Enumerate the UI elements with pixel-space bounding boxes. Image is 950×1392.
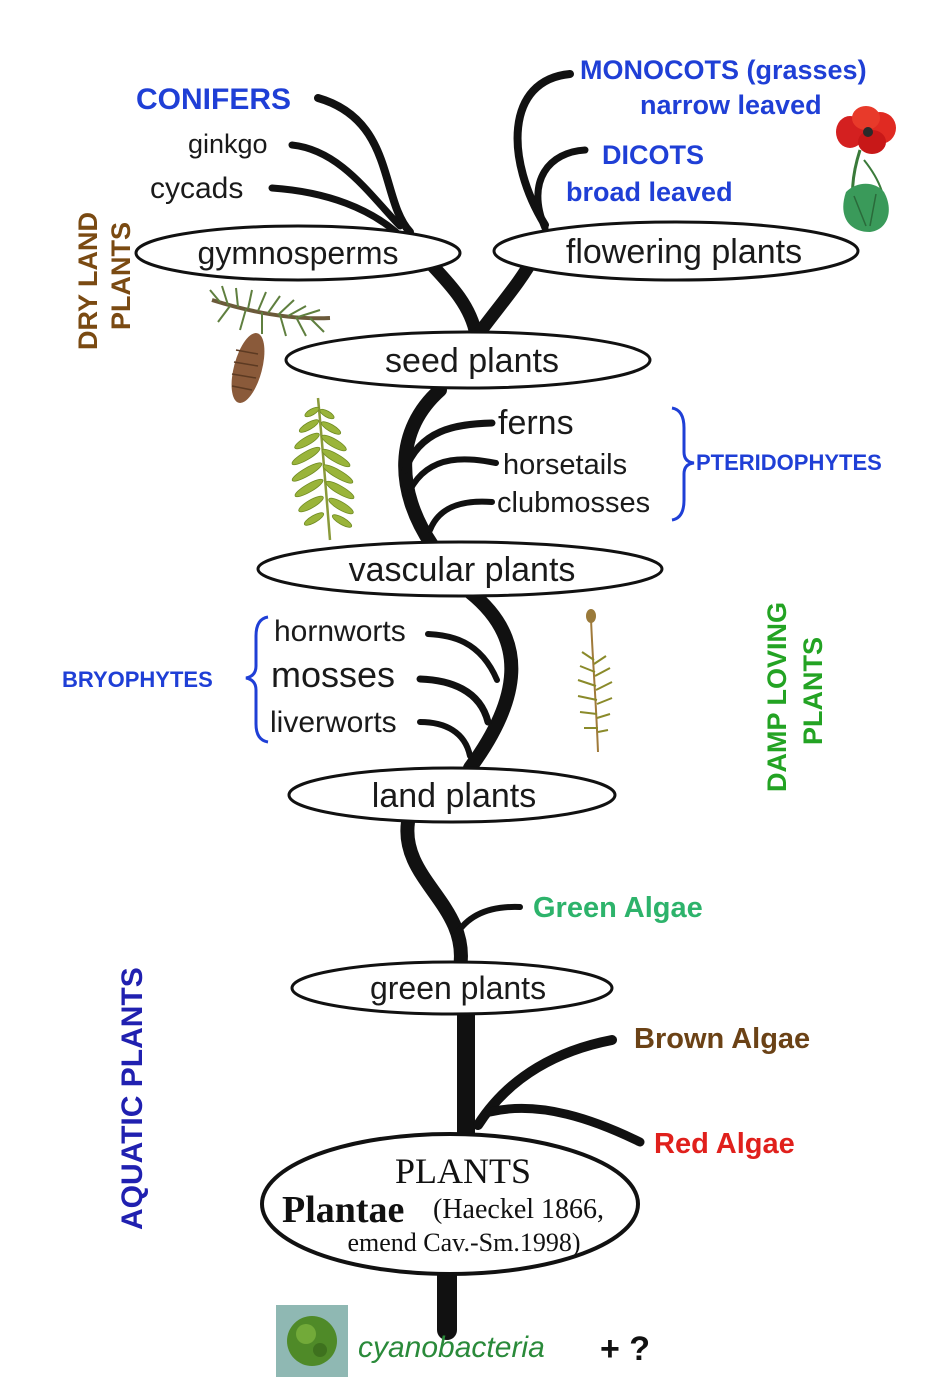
- node-green-plants: green plants: [290, 960, 614, 1016]
- zone-aquatic: AQUATIC PLANTS: [116, 967, 149, 1230]
- branch-dicots: [534, 146, 589, 232]
- node-green-label: green plants: [370, 970, 546, 1006]
- poppy-flower-icon: [836, 106, 896, 232]
- branch-liverworts: [417, 719, 473, 759]
- label-plus-question: + ?: [600, 1330, 650, 1368]
- node-flowering-label: flowering plants: [566, 233, 802, 271]
- node-vascular-label: vascular plants: [349, 551, 576, 589]
- label-monocots-sub: narrow leaved: [640, 90, 822, 120]
- pteridophytes-brace: [671, 406, 695, 522]
- branch-hornworts: [425, 631, 500, 683]
- moss-icon: [577, 609, 613, 753]
- label-ginkgo: ginkgo: [188, 129, 268, 159]
- node-flowering-plants: flowering plants: [492, 220, 860, 282]
- pine-branch-with-cone-icon: [209, 285, 331, 403]
- zone-dry-land-line2: PLANTS: [106, 222, 136, 330]
- plants-title: PLANTS: [395, 1151, 531, 1191]
- branch-ginkgo: [288, 141, 404, 230]
- node-gymnosperms-label: gymnosperms: [198, 235, 399, 271]
- node-vascular-plants: vascular plants: [256, 540, 664, 598]
- branch-red-algae: [485, 1103, 645, 1147]
- emend-citation: emend Cav.-Sm.1998): [348, 1228, 581, 1257]
- branch-cycads: [268, 184, 400, 236]
- fern-frond-icon: [291, 397, 355, 541]
- zone-dry-land-line1: DRY LAND: [73, 212, 103, 350]
- zone-damp-line1: DAMP LOVING: [762, 602, 792, 792]
- trunk-green-land: [400, 815, 468, 975]
- branch-clubmosses: [427, 498, 495, 533]
- zone-damp-line2: PLANTS: [798, 637, 828, 745]
- label-pteridophytes: PTERIDOPHYTES: [696, 450, 882, 475]
- label-bryophytes: BRYOPHYTES: [62, 667, 213, 692]
- node-gymnosperms: gymnosperms: [134, 224, 462, 282]
- label-hornworts: hornworts: [274, 615, 406, 648]
- branch-green-algae: [453, 903, 523, 938]
- label-cycads: cycads: [150, 172, 243, 205]
- cyanobacteria-cell-icon: [276, 1305, 348, 1377]
- node-land-label: land plants: [372, 777, 536, 815]
- tree-branches: [268, 70, 645, 1340]
- label-monocots: MONOCOTS (grasses): [580, 55, 867, 85]
- branch-monocots: [513, 70, 574, 229]
- label-brown-algae: Brown Algae: [634, 1023, 810, 1055]
- label-red-algae: Red Algae: [654, 1128, 795, 1160]
- label-horsetails: horsetails: [503, 449, 627, 481]
- plantae-label: Plantae: [282, 1189, 404, 1231]
- node-land-plants: land plants: [287, 766, 617, 824]
- label-mosses: mosses: [271, 654, 395, 695]
- node-plants-root: PLANTS Plantae (Haeckel 1866, emend Cav.…: [260, 1132, 640, 1276]
- label-clubmosses: clubmosses: [497, 487, 650, 519]
- branch-conifers: [314, 94, 414, 236]
- label-cyanobacteria: cyanobacteria: [358, 1331, 545, 1364]
- node-seed-plants: seed plants: [284, 330, 652, 390]
- label-dicots-sub: broad leaved: [566, 177, 733, 207]
- branch-ferns: [401, 419, 496, 474]
- label-conifers: CONIFERS: [136, 83, 291, 116]
- trunk-land-vascular: [463, 585, 519, 775]
- label-dicots: DICOTS: [602, 140, 704, 170]
- branch-mosses: [416, 675, 492, 726]
- bryophytes-brace: [245, 615, 269, 744]
- label-liverworts: liverworts: [270, 706, 397, 739]
- label-green-algae: Green Algae: [533, 892, 703, 924]
- branch-horsetails: [407, 456, 499, 493]
- node-seed-label: seed plants: [385, 342, 559, 380]
- label-ferns: ferns: [498, 404, 574, 442]
- haeckel-citation: (Haeckel 1866,: [433, 1194, 604, 1225]
